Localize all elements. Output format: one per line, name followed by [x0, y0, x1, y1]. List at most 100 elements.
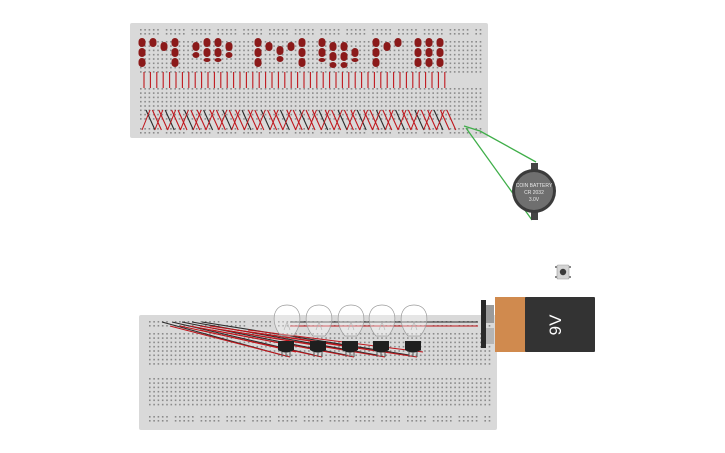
wire-diagonal[interactable]: [286, 109, 297, 131]
wire-diagonal[interactable]: [320, 109, 330, 131]
wire-diagonal[interactable]: [279, 109, 290, 131]
wire-red[interactable]: [169, 325, 291, 358]
led-icon[interactable]: [149, 38, 157, 47]
wire-diagonal[interactable]: [369, 109, 380, 131]
wire-diagonal[interactable]: [439, 109, 450, 131]
led-icon[interactable]: [351, 48, 359, 57]
led-icon[interactable]: [298, 58, 306, 67]
led-icon[interactable]: [383, 42, 391, 51]
led-icon[interactable]: [171, 48, 179, 57]
led-icon[interactable]: [425, 38, 433, 47]
led-icon[interactable]: [318, 58, 326, 62]
light-bulb-array[interactable]: [273, 304, 428, 337]
wire-diagonal[interactable]: [356, 109, 367, 131]
wire-diagonal[interactable]: [427, 109, 438, 131]
wire-diagonal[interactable]: [363, 109, 374, 131]
pushbutton-icon[interactable]: [555, 264, 571, 280]
led-icon[interactable]: [414, 38, 422, 47]
wire-diagonal[interactable]: [324, 109, 335, 131]
wire-diagonal[interactable]: [446, 109, 457, 131]
led-icon[interactable]: [340, 62, 348, 68]
led-icon[interactable]: [203, 48, 211, 57]
wire-diagonal[interactable]: [346, 109, 356, 131]
wire-diagonal[interactable]: [420, 109, 431, 131]
transistor-icon[interactable]: [373, 341, 389, 353]
led-icon[interactable]: [425, 58, 433, 67]
transistor-icon[interactable]: [278, 341, 294, 353]
wire-diagonal[interactable]: [218, 109, 228, 131]
led-icon[interactable]: [287, 42, 295, 51]
coin-cell-battery[interactable]: COIN BATTERY CR 2032 3.0V: [512, 163, 556, 220]
led-icon[interactable]: [276, 56, 284, 62]
wire-diagonal[interactable]: [205, 109, 215, 131]
wire-diagonal[interactable]: [145, 109, 156, 131]
wire-diagonal[interactable]: [384, 109, 394, 131]
led-icon[interactable]: [436, 48, 444, 57]
wire-diagonal[interactable]: [151, 109, 162, 131]
led-icon[interactable]: [160, 42, 168, 51]
wire-diagonal[interactable]: [154, 109, 164, 131]
led-icon[interactable]: [192, 52, 200, 58]
led-icon[interactable]: [329, 52, 337, 61]
led-icon[interactable]: [372, 58, 380, 67]
led-icon[interactable]: [298, 38, 306, 47]
led-icon[interactable]: [171, 38, 179, 47]
led-icon[interactable]: [203, 58, 211, 62]
wire-diagonal[interactable]: [282, 109, 292, 131]
led-icon[interactable]: [254, 58, 262, 67]
wire-diagonal[interactable]: [190, 109, 201, 131]
wire-diagonal[interactable]: [177, 109, 188, 131]
wire-diagonal[interactable]: [209, 109, 220, 131]
wire-diagonal[interactable]: [247, 109, 258, 131]
wire-diagonal[interactable]: [231, 109, 241, 131]
wire-diagonal[interactable]: [333, 109, 343, 131]
led-icon[interactable]: [414, 48, 422, 57]
wire-diagonal[interactable]: [350, 109, 361, 131]
wire-diagonal[interactable]: [423, 109, 433, 131]
top-wires[interactable]: [141, 72, 457, 131]
wire-diagonal[interactable]: [235, 109, 246, 131]
led-icon[interactable]: [414, 58, 422, 67]
wire-diagonal[interactable]: [203, 109, 214, 131]
wire-diagonal[interactable]: [196, 109, 207, 131]
battery-9v[interactable]: 9V: [481, 297, 595, 352]
led-icon[interactable]: [171, 58, 179, 67]
led-icon[interactable]: [329, 42, 337, 51]
wire-diagonal[interactable]: [307, 109, 317, 131]
light-bulb-icon[interactable]: [273, 304, 301, 337]
wire-diagonal[interactable]: [318, 109, 329, 131]
wire-diagonal[interactable]: [179, 109, 189, 131]
wire-diagonal[interactable]: [331, 109, 342, 131]
wire-diagonal[interactable]: [228, 109, 239, 131]
led-array[interactable]: [138, 38, 444, 68]
led-icon[interactable]: [138, 48, 146, 57]
wire-diagonal[interactable]: [305, 109, 316, 131]
wire-diagonal[interactable]: [414, 109, 425, 131]
transistor-icon[interactable]: [342, 341, 358, 353]
wire-diagonal[interactable]: [295, 109, 305, 131]
light-bulb-icon[interactable]: [305, 304, 333, 337]
wire-diagonal[interactable]: [401, 109, 412, 131]
wire-diagonal[interactable]: [256, 109, 266, 131]
transistor-array[interactable]: [278, 341, 421, 357]
wire-diagonal[interactable]: [273, 109, 284, 131]
led-icon[interactable]: [340, 52, 348, 61]
wire-diagonal[interactable]: [435, 109, 445, 131]
wire-diagonal[interactable]: [269, 109, 279, 131]
wire-diagonal[interactable]: [183, 109, 194, 131]
wire-diagonal[interactable]: [222, 109, 233, 131]
wire-diagonal[interactable]: [337, 109, 348, 131]
wire-diagonal[interactable]: [375, 109, 386, 131]
light-bulb-icon[interactable]: [337, 304, 365, 337]
wire-diagonal[interactable]: [243, 109, 253, 131]
led-icon[interactable]: [318, 38, 326, 47]
wire-diagonal[interactable]: [215, 109, 226, 131]
led-icon[interactable]: [329, 62, 337, 68]
led-icon[interactable]: [372, 38, 380, 47]
led-icon[interactable]: [254, 38, 262, 47]
wire-diagonal[interactable]: [260, 109, 271, 131]
wire-diagonal[interactable]: [141, 109, 151, 131]
led-icon[interactable]: [138, 38, 146, 47]
led-icon[interactable]: [265, 42, 273, 51]
wire-red[interactable]: [189, 325, 355, 358]
